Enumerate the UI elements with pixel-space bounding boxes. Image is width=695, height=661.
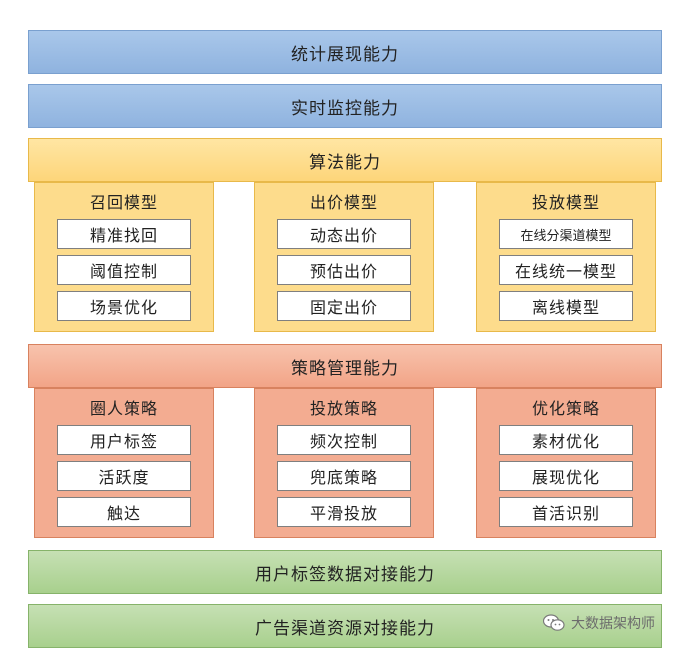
model-item: 在线分渠道模型: [499, 219, 633, 249]
bid-model-panel: 出价模型 动态出价 预估出价 固定出价: [254, 182, 434, 332]
strategy-item: 展现优化: [499, 461, 633, 491]
optimization-strategy-panel: 优化策略 素材优化 展现优化 首活识别: [476, 388, 656, 538]
panel-title: 召回模型: [89, 193, 158, 212]
model-item: 预估出价: [277, 255, 411, 285]
watermark: 大数据架构师: [543, 613, 655, 633]
wechat-icon: [543, 614, 565, 631]
model-item: 场景优化: [57, 291, 191, 321]
panel-title: 投放模型: [531, 193, 600, 212]
targeting-strategy-panel: 圈人策略 用户标签 活跃度 触达: [34, 388, 214, 538]
recall-model-panel: 召回模型 精准找回 阈值控制 场景优化: [34, 182, 214, 332]
model-item: 在线统一模型: [499, 255, 633, 285]
model-item: 阈值控制: [57, 255, 191, 285]
strategy-item: 活跃度: [57, 461, 191, 491]
monitor-layer: 实时监控能力: [28, 84, 662, 128]
delivery-strategy-panel: 投放策略 频次控制 兜底策略 平滑投放: [254, 388, 434, 538]
user-tag-layer: 用户标签数据对接能力: [28, 550, 662, 594]
model-item: 精准找回: [57, 219, 191, 249]
panel-title: 圈人策略: [89, 399, 158, 418]
watermark-text: 大数据架构师: [571, 616, 655, 632]
model-item: 固定出价: [277, 291, 411, 321]
model-item: 离线模型: [499, 291, 633, 321]
strategy-item: 兜底策略: [277, 461, 411, 491]
strategy-item: 素材优化: [499, 425, 633, 455]
strategy-item: 频次控制: [277, 425, 411, 455]
panel-title: 投放策略: [309, 399, 378, 418]
stats-layer: 统计展现能力: [28, 30, 662, 74]
model-item: 动态出价: [277, 219, 411, 249]
strategy-layer: 策略管理能力: [28, 344, 662, 388]
panel-title: 出价模型: [309, 193, 378, 212]
strategy-item: 首活识别: [499, 497, 633, 527]
algorithm-layer: 算法能力: [28, 138, 662, 182]
strategy-item: 用户标签: [57, 425, 191, 455]
panel-title: 优化策略: [531, 399, 600, 418]
strategy-item: 触达: [57, 497, 191, 527]
delivery-model-panel: 投放模型 在线分渠道模型 在线统一模型 离线模型: [476, 182, 656, 332]
strategy-item: 平滑投放: [277, 497, 411, 527]
